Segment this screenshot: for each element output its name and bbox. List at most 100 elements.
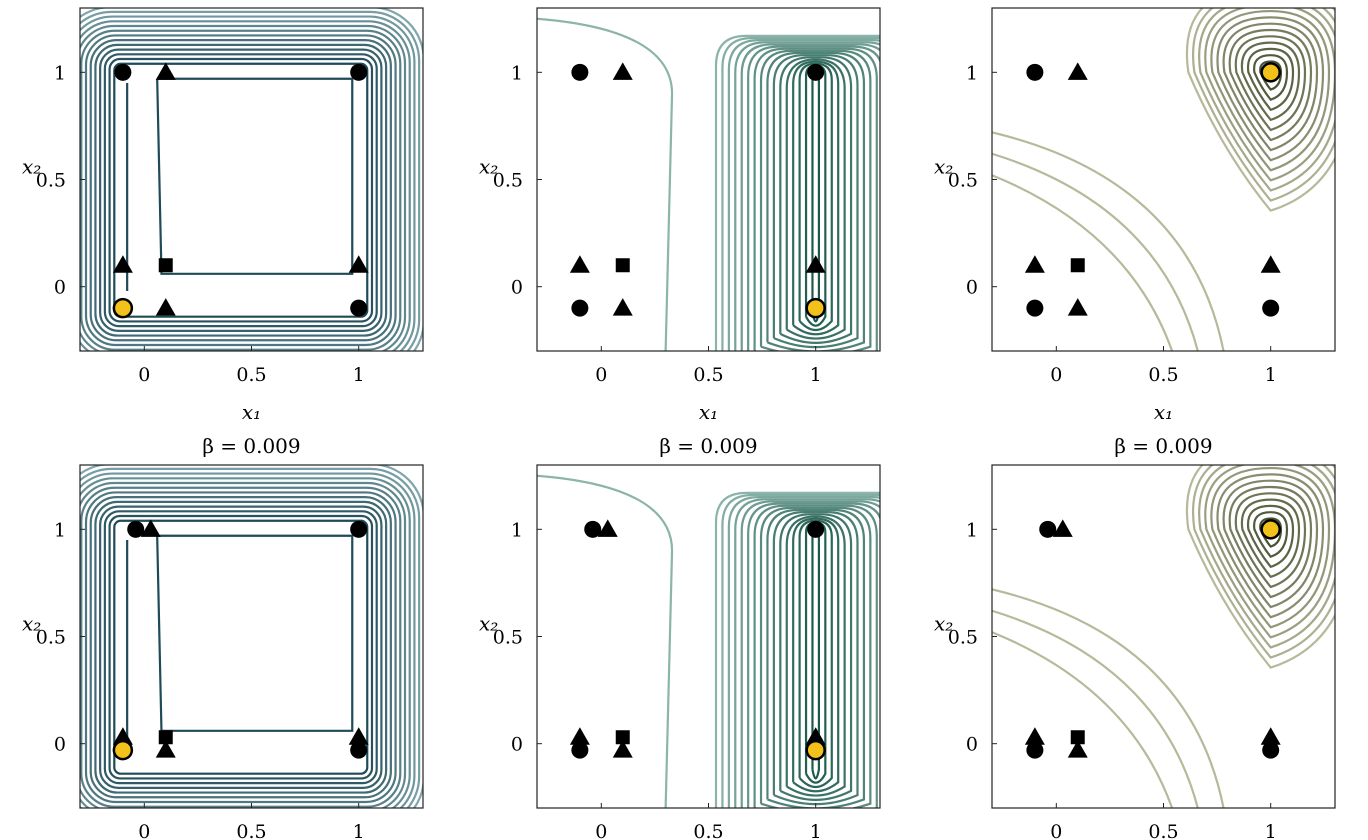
y-tick-label: 0.5 [493,170,523,192]
contour-lines [537,17,880,351]
triangle-marker [612,298,633,316]
circle-marker [571,63,589,81]
contour-line [798,62,833,332]
triangle-marker [805,255,826,273]
contour-line [1192,8,1335,202]
contour-line [753,504,878,808]
square-marker [158,730,173,745]
square-marker [1070,258,1085,273]
circle-marker [807,63,825,81]
highlighted-circle-marker [112,297,134,319]
square-marker [615,258,630,273]
contour-line [1210,9,1331,172]
contour-line [103,510,378,785]
triangle-marker [1067,740,1088,758]
y-tick-label: 0 [966,734,978,756]
contour-line [792,60,840,336]
contour-line [753,47,878,351]
circle-marker [807,520,825,538]
contour-line [103,53,378,328]
triangle-marker [612,740,633,758]
contour-line [80,10,421,351]
x-tick-label: 0.5 [1148,821,1178,840]
contour-line [94,500,388,794]
triangle-marker [569,727,590,745]
triangle-marker [612,62,633,80]
triangle-marker [805,727,826,745]
contour-line [727,39,880,351]
x-tick-label: 0 [138,364,150,386]
contour-line [992,152,1199,351]
contour-lines [992,465,1335,808]
contour-line [94,43,388,337]
x-tick-label: 1 [353,364,365,386]
y-axis-label: x₂ [22,155,41,179]
contour-line [537,17,674,351]
x-tick-label: 0 [1050,364,1062,386]
x-tick-label: 0.5 [693,364,723,386]
contour-line [126,534,354,748]
triangle-marker [1067,298,1088,316]
circle-marker [571,299,589,317]
contour-line [80,486,402,808]
contour-line [759,506,872,808]
square-marker [1070,730,1085,745]
circle-marker [1262,741,1280,759]
contour-line [785,515,846,797]
contour-lines [537,474,880,808]
contour-line [113,519,369,775]
contour-line [747,45,880,351]
contour-line [537,474,674,808]
contour-line [992,174,1174,351]
triangle-marker [348,727,369,745]
circle-marker [350,299,368,317]
contour-line [80,481,407,808]
y-tick-label: 1 [966,519,978,541]
contour-line [992,609,1199,808]
triangle-marker [1024,727,1045,745]
contour-line [1186,465,1335,669]
triangle-marker [569,255,590,273]
triangle-marker [1052,519,1073,537]
contour-line [1198,465,1335,649]
contour-line [1234,492,1307,589]
triangle-marker [140,519,161,537]
x-tick-label: 0 [138,821,150,840]
triangle-marker [1067,62,1088,80]
y-tick-label: 0.5 [948,170,978,192]
contour-line [714,34,880,351]
y-axis-label: x₂ [934,612,953,636]
contour-line [1198,8,1335,192]
circle-marker [1026,741,1044,759]
y-axis-label: x₂ [479,612,498,636]
contour-line [766,508,866,808]
y-tick-label: 0.5 [948,627,978,649]
x-tick-label: 0.5 [236,364,266,386]
y-tick-label: 1 [966,62,978,84]
circle-marker [571,741,589,759]
contour-line [99,505,383,789]
x-tick-label: 0 [1050,821,1062,840]
x-tick-label: 1 [810,821,822,840]
contour-line [1186,8,1335,212]
square-marker [158,258,173,273]
triangle-marker [155,740,176,758]
x-tick-label: 0 [595,364,607,386]
circle-marker [350,63,368,81]
highlighted-circle-marker [805,297,826,319]
circle-marker [114,63,132,81]
contour-line [992,588,1225,808]
highlighted-circle-marker [1260,62,1281,83]
y-tick-label: 0 [54,734,66,756]
contour-lines [80,465,423,808]
contour-line [84,34,397,347]
triangle-marker [1260,727,1281,745]
circle-marker [1262,299,1280,317]
contour-line [80,472,416,808]
y-tick-label: 0 [54,277,66,299]
y-tick-label: 0 [511,277,523,299]
contour-line [1228,28,1313,142]
